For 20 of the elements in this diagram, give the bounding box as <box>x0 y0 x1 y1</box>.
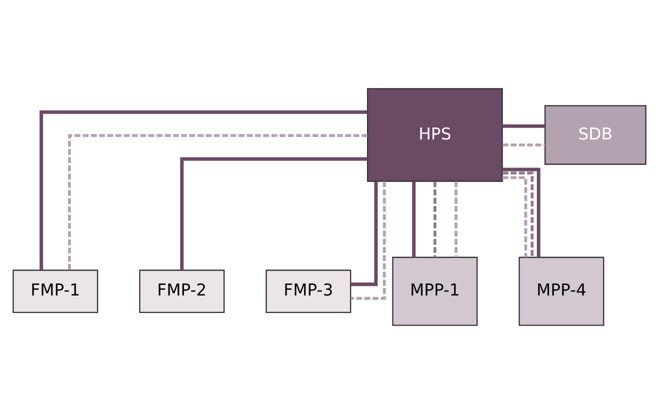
connector <box>502 176 528 257</box>
connector <box>433 180 436 257</box>
connector <box>350 180 378 286</box>
node-box: HPS <box>366 88 503 182</box>
connector <box>502 171 534 257</box>
connector <box>350 180 386 300</box>
node-box: MPP-4 <box>518 256 604 326</box>
connector <box>412 180 416 257</box>
node-box: FMP-3 <box>266 269 352 313</box>
connector <box>180 156 368 270</box>
connector <box>454 180 458 257</box>
connector <box>68 134 368 270</box>
connector <box>502 142 545 146</box>
node-box: FMP-1 <box>12 269 98 313</box>
node-box: FMP-2 <box>139 269 225 313</box>
node-box: MPP-1 <box>392 256 478 326</box>
connector <box>502 167 540 257</box>
connector <box>502 124 545 128</box>
connector <box>40 110 368 270</box>
node-box: SDB <box>544 104 646 164</box>
